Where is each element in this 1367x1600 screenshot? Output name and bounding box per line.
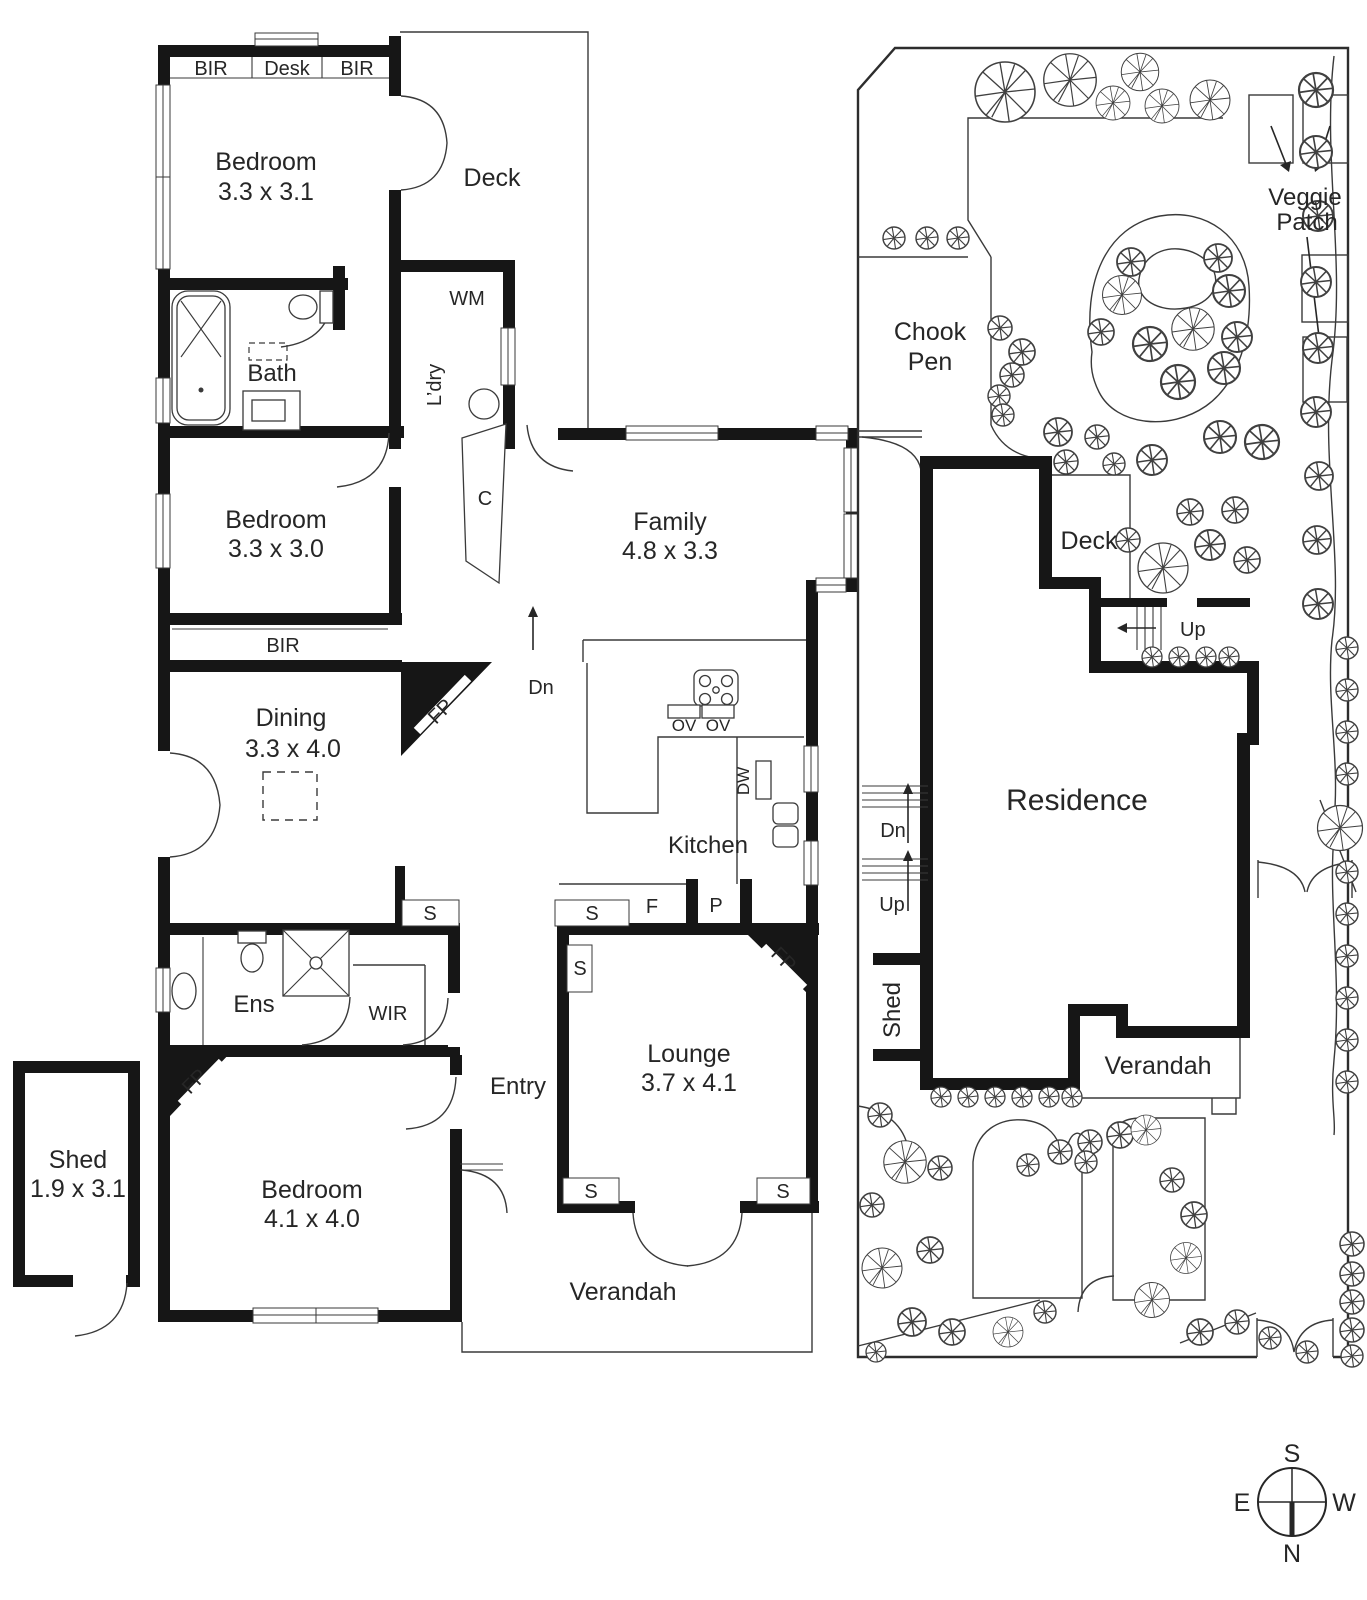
fireplaces <box>170 662 813 1116</box>
room-bedroom1-name: Bedroom <box>215 148 316 176</box>
compass-east: E <box>1234 1489 1251 1517</box>
label-s-5: S <box>776 1181 789 1203</box>
floorplan-labels: BIR Desk BIR Bedroom 3.3 x 3.1 Deck WM L… <box>30 58 800 1306</box>
room-bedroom1-dims: 3.3 x 3.1 <box>218 178 314 206</box>
label-fridge: F <box>646 896 658 918</box>
label-veggie-patch-1: Veggie <box>1268 184 1341 211</box>
verandah-outline <box>461 1213 813 1353</box>
label-residence: Residence <box>1006 784 1148 817</box>
laundry-fixtures <box>461 388 507 585</box>
label-bir-1: BIR <box>194 58 227 80</box>
room-shed-name: Shed <box>49 1146 107 1174</box>
room-bedroom3-name: Bedroom <box>261 1176 362 1204</box>
site-stairs <box>862 607 1162 911</box>
room-bath-name: Bath <box>247 360 296 387</box>
label-bir-2: BIR <box>340 58 373 80</box>
room-kitchen-name: Kitchen <box>668 832 748 859</box>
residence-walls <box>873 456 1259 1090</box>
label-site-up: Up <box>879 894 905 916</box>
room-bedroom2-name: Bedroom <box>225 506 326 534</box>
label-veggie-patch-2: Patch <box>1276 209 1337 236</box>
label-ov-2: OV <box>706 716 731 735</box>
label-wm: WM <box>449 288 485 310</box>
deck-outline <box>400 31 589 428</box>
label-s-1: S <box>423 903 436 925</box>
label-site-up-deck: Up <box>1180 619 1206 641</box>
label-chook-pen-1: Chook <box>894 318 967 346</box>
storage-boxes <box>401 899 811 1205</box>
label-site-verandah: Verandah <box>1104 1052 1211 1080</box>
label-site-shed: Shed <box>879 982 906 1038</box>
label-s-3: S <box>573 958 586 980</box>
kitchen-fixtures <box>559 639 806 885</box>
room-bedroom3-dims: 4.1 x 4.0 <box>264 1205 360 1233</box>
room-laundry-name: L’dry <box>424 364 446 406</box>
compass-west: W <box>1332 1489 1356 1517</box>
label-site-deck: Deck <box>1061 527 1118 555</box>
label-desk: Desk <box>264 58 311 80</box>
label-s-4: S <box>584 1181 597 1203</box>
room-dining-name: Dining <box>256 704 327 732</box>
room-wir-name: WIR <box>369 1003 408 1025</box>
room-ens-name: Ens <box>233 991 274 1018</box>
compass: S E W N <box>1234 1440 1357 1568</box>
ensuite-fixtures <box>171 929 426 1045</box>
label-dw: DW <box>734 767 753 795</box>
room-family-dims: 4.8 x 3.3 <box>622 537 718 565</box>
room-lounge-name: Lounge <box>647 1040 730 1068</box>
bathroom-fixtures <box>171 290 334 431</box>
room-entry-name: Entry <box>490 1073 546 1100</box>
label-ov-1: OV <box>672 716 697 735</box>
built-in-robes <box>170 57 389 630</box>
room-verandah-name: Verandah <box>569 1278 676 1306</box>
room-family-name: Family <box>633 508 707 536</box>
label-bir-3: BIR <box>266 635 299 657</box>
compass-south: S <box>1284 1440 1301 1468</box>
label-cupboard: C <box>478 488 492 510</box>
dining-fixtures <box>262 771 318 821</box>
label-pantry: P <box>709 895 722 917</box>
floorplan-doors <box>74 95 743 1337</box>
site-labels: Chook Pen Veggie Patch Deck Up Residence… <box>879 184 1342 1080</box>
label-s-2: S <box>585 903 598 925</box>
room-dining-dims: 3.3 x 4.0 <box>245 735 341 763</box>
floorplan-windows <box>155 32 859 1324</box>
floor-plan: BIR Desk BIR Bedroom 3.3 x 3.1 Deck WM L… <box>13 31 859 1353</box>
room-bedroom2-dims: 3.3 x 3.0 <box>228 535 324 563</box>
room-deck-name: Deck <box>464 164 521 192</box>
site-plan: Chook Pen Veggie Patch Deck Up Residence… <box>856 46 1365 1368</box>
floorplan-stair-arrow <box>528 606 538 650</box>
label-dn: Dn <box>528 677 554 699</box>
label-site-dn: Dn <box>880 820 906 842</box>
label-chook-pen-2: Pen <box>908 348 952 376</box>
compass-north: N <box>1283 1540 1301 1568</box>
room-lounge-dims: 3.7 x 4.1 <box>641 1069 737 1097</box>
room-shed-dims: 1.9 x 3.1 <box>30 1175 126 1203</box>
